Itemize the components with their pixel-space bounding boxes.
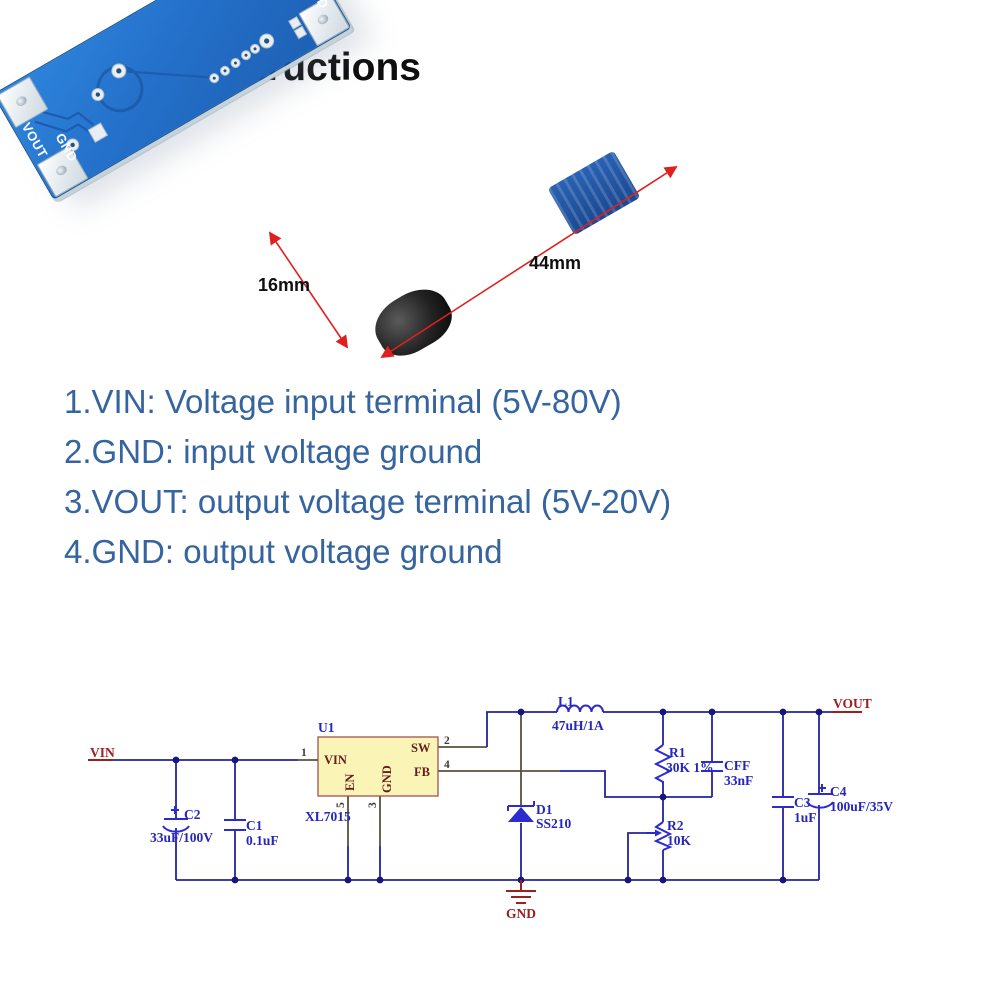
c2-capacitor: C2 33uF/100V [150,806,213,845]
d1-diode: D1 SS210 [507,801,572,831]
u1-pin-en-label: EN [343,774,357,791]
u1-pin-fb-label: FB [414,765,430,779]
u1-pin-sw-label: SW [411,741,431,755]
u1-part-label: XL7015 [305,809,351,824]
c3-ref-label: C3 [794,795,811,810]
c1-ref-label: C1 [246,818,263,833]
cff-value-label: 33nF [724,773,753,788]
d1-value-label: SS210 [536,816,572,831]
solder-pads [66,16,308,152]
u1-regulator: U1 XL7015 VIN SW FB EN GND 1 2 4 5 3 [301,720,450,824]
ground-symbol [506,880,536,904]
cff-ref-label: CFF [724,758,750,773]
cff-capacitor: CFF 33nF [701,758,753,788]
junction-dots [172,708,823,884]
c4-value-label: 100uF/35V [830,799,893,814]
r1-resistor: R1 30K 1% [653,744,714,784]
trimpot-block [547,150,641,236]
net-label-gnd: GND [506,906,536,921]
u1-pin-gnd-label: GND [380,765,394,793]
l1-value-label: 47uH/1A [552,718,604,733]
schematic-wires [88,711,862,881]
l1-ref-label: L1 [558,694,574,709]
c4-capacitor: C4 100uF/35V [806,784,893,814]
u1-pin3-number: 3 [367,802,379,808]
pcb-board: VOUT GND VIN GND [0,0,352,200]
c1-capacitor: C1 0.1uF [224,818,279,848]
l1-inductor: L1 47uH/1A [552,694,604,733]
circuit-schematic: U1 XL7015 VIN SW FB EN GND 1 2 4 5 3 C2 … [88,694,893,921]
u1-pin1-number: 1 [301,747,307,759]
r2-value-label: 10K [667,833,692,848]
r2-potentiometer: R2 10K [646,818,692,851]
c1-value-label: 0.1uF [246,833,279,848]
u1-pin4-number: 4 [444,759,450,771]
c2-value-label: 33uF/100V [150,830,213,845]
pcb-photo: VOUT GND VIN GND 44mm 16mm [0,0,1000,420]
pcb-traces [34,16,308,156]
c3-value-label: 1uF [794,810,817,825]
instruction-line-1: 1.VIN: Voltage input terminal (5V-80V) [64,383,622,420]
instruction-line-2: 2.GND: input voltage ground [64,433,483,470]
dimension-label-16mm: 16mm [258,275,311,295]
d1-ref-label: D1 [536,802,553,817]
dimension-label-44mm: 44mm [529,253,582,273]
instruction-line-3: 3.VOUT: output voltage terminal (5V-20V) [64,483,672,520]
net-label-vin: VIN [90,745,115,760]
capacitor-cylinder [365,278,461,366]
u1-ref-label: U1 [318,720,335,735]
c3-capacitor: C3 1uF [772,795,817,825]
c2-ref-label: C2 [184,807,201,822]
instruction-line-4: 4.GND: output voltage ground [64,533,503,570]
u1-pin-vin-label: VIN [324,753,347,767]
u1-pin5-number: 5 [335,802,347,808]
u1-pin2-number: 2 [444,735,450,747]
r1-ref-label: R1 [669,745,686,760]
c4-ref-label: C4 [830,784,847,799]
r2-ref-label: R2 [667,818,684,833]
net-label-vout: VOUT [833,696,872,711]
